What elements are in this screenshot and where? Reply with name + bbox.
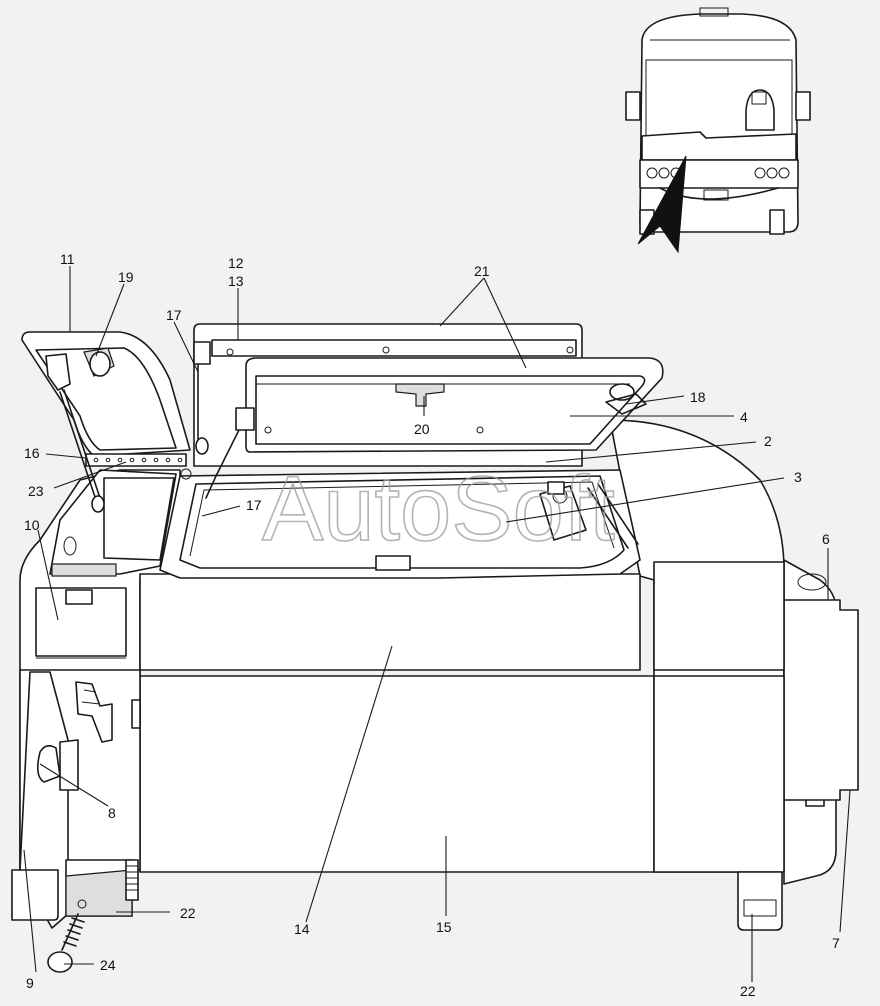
arrow-view-direction-icon <box>637 155 687 254</box>
callout-22-left: 22 <box>180 905 196 921</box>
callout-6: 6 <box>822 531 830 547</box>
callout-17-top: 17 <box>166 307 182 323</box>
fastener-screw-icon <box>47 913 85 973</box>
callout-22-right: 22 <box>740 983 756 999</box>
instrument-compartment <box>21 323 664 659</box>
callout-2: 2 <box>764 433 772 449</box>
callout-8: 8 <box>108 805 116 821</box>
watermark-text: AutoSoft <box>262 458 615 560</box>
callout-4: 4 <box>740 409 748 425</box>
callout-12: 12 <box>228 255 244 271</box>
callout-labels: 11 19 12 13 17 21 18 4 20 2 3 16 23 10 1… <box>24 251 840 999</box>
callout-11: 11 <box>60 251 75 267</box>
callout-7: 7 <box>832 935 840 951</box>
callout-24: 24 <box>100 957 116 973</box>
leader-lines <box>23 266 851 982</box>
callout-10: 10 <box>24 517 40 533</box>
callout-18: 18 <box>690 389 706 405</box>
callout-19: 19 <box>118 269 134 285</box>
bus-front-view-icon <box>625 7 811 235</box>
callout-15: 15 <box>436 919 452 935</box>
callout-23: 23 <box>28 483 44 499</box>
callout-20: 20 <box>414 421 430 437</box>
callout-14: 14 <box>294 921 310 937</box>
callout-21: 21 <box>474 263 490 279</box>
callout-16: 16 <box>24 445 40 461</box>
callout-3: 3 <box>794 469 802 485</box>
callout-13: 13 <box>228 273 244 289</box>
callout-9: 9 <box>26 975 34 991</box>
callout-17-mid: 17 <box>246 497 262 513</box>
